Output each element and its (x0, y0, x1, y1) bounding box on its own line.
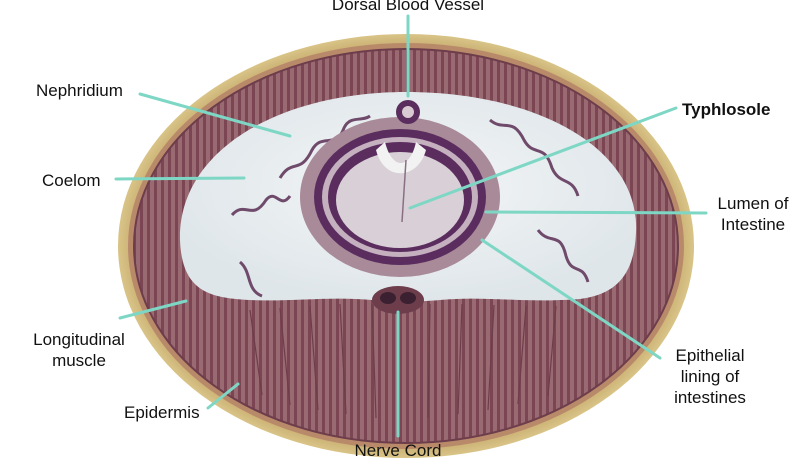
label-epithelial-lining: Epithelial lining of intestines (660, 345, 760, 408)
label-lumen-line1: Lumen of (717, 194, 789, 213)
label-epithelial-line2: lining of (680, 367, 740, 386)
label-dorsal-blood-vessel: Dorsal Blood Vessel (331, 0, 485, 14)
label-typhlosole: Typhlosole (682, 100, 771, 119)
label-epidermis: Epidermis (124, 403, 200, 422)
label-nerve-cord: Nerve Cord (354, 441, 442, 460)
leader-epithelial-lining (480, 238, 662, 360)
label-lumen-of-intestine: Lumen of Intestine (705, 193, 801, 235)
label-longitudinal-line1: Longitudinal (33, 330, 125, 349)
typhlosole-fold (376, 142, 426, 174)
label-longitudinal-muscle: Longitudinal muscle (20, 329, 138, 371)
label-longitudinal-line2: muscle (52, 351, 106, 370)
nephridia (230, 114, 590, 298)
leader-lumen (484, 210, 708, 215)
label-coelom: Coelom (42, 171, 101, 190)
intestine-lumen (336, 152, 464, 248)
leader-longitudinal-muscle (118, 299, 188, 320)
label-epithelial-line1: Epithelial (675, 346, 745, 365)
leader-epidermis (206, 382, 240, 410)
label-epithelial-line3: intestines (674, 388, 746, 407)
ventral-muscle-folds (249, 303, 557, 419)
nerve-cord (372, 286, 424, 314)
label-lumen-line2: Intestine (720, 215, 786, 234)
leader-typhlosole (408, 106, 678, 210)
leader-coelom (114, 176, 246, 181)
leader-nephridium (138, 92, 292, 138)
label-nephridium: Nephridium (36, 81, 123, 100)
